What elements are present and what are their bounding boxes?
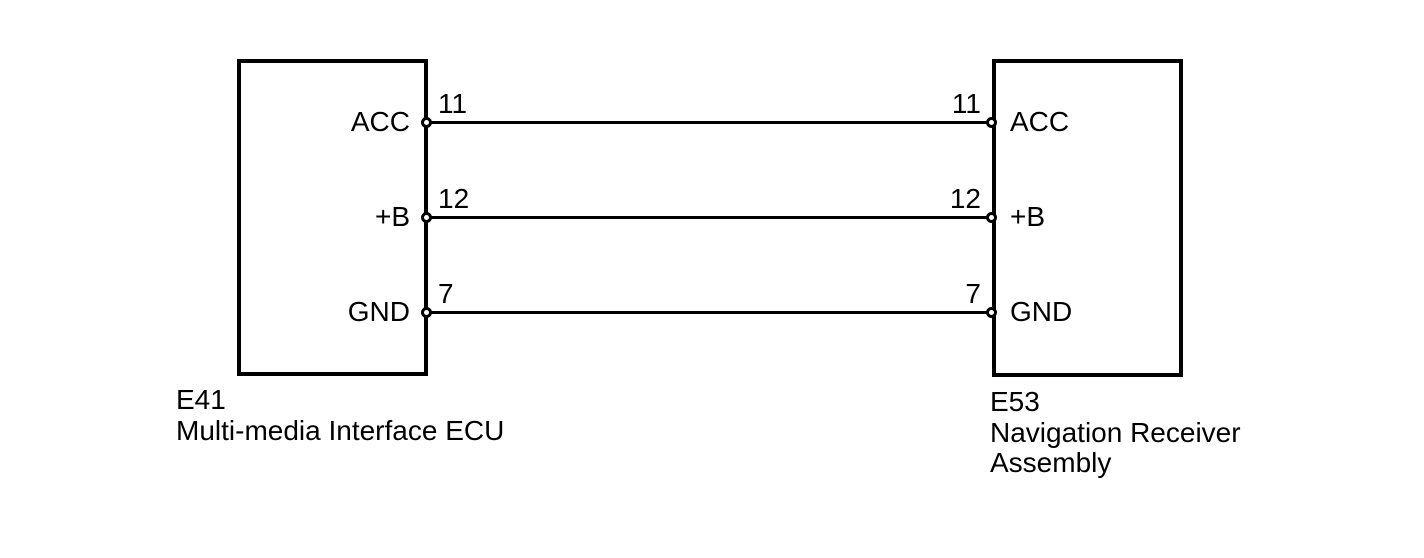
wire-plus-b [427,216,993,219]
pin-number-e53-11: 11 [951,88,981,119]
pin-label-e53-acc: ACC [1010,106,1070,137]
pin-label-e41-gnd: GND [347,296,410,327]
connector-box-e41 [237,59,428,376]
connector-caption-e41: E41 Multi-media Interface ECU [176,384,505,446]
pin-number-e53-12: 12 [949,183,981,214]
pin-label-e41-plus-b: +B [374,201,410,232]
connector-code-e53: E53 [990,386,1040,417]
connector-caption-e53: E53 Navigation Receiver Assembly [990,386,1285,479]
terminal-pin-icon-e53-7 [986,307,997,318]
pin-label-e53-plus-b: +B [1010,201,1046,232]
terminal-pin-icon-e41-12 [421,212,432,223]
pin-number-e53-7: 7 [965,278,981,309]
pin-label-e53-gnd: GND [1010,296,1073,327]
terminal-pin-icon-e41-7 [421,307,432,318]
pin-label-e41-acc: ACC [350,106,410,137]
pin-number-e41-7: 7 [438,278,454,309]
connector-name-e53: Navigation Receiver Assembly [990,416,1241,478]
terminal-pin-icon-e53-11 [986,117,997,128]
connector-name-e41: Multi-media Interface ECU [176,414,505,446]
wire-acc [427,121,993,124]
pin-number-e41-12: 12 [438,183,470,214]
terminal-pin-icon-e41-11 [421,117,432,128]
wire-gnd [427,311,993,314]
connector-code-e41: E41 [176,384,226,415]
pin-number-e41-11: 11 [438,88,468,119]
terminal-pin-icon-e53-12 [986,212,997,223]
